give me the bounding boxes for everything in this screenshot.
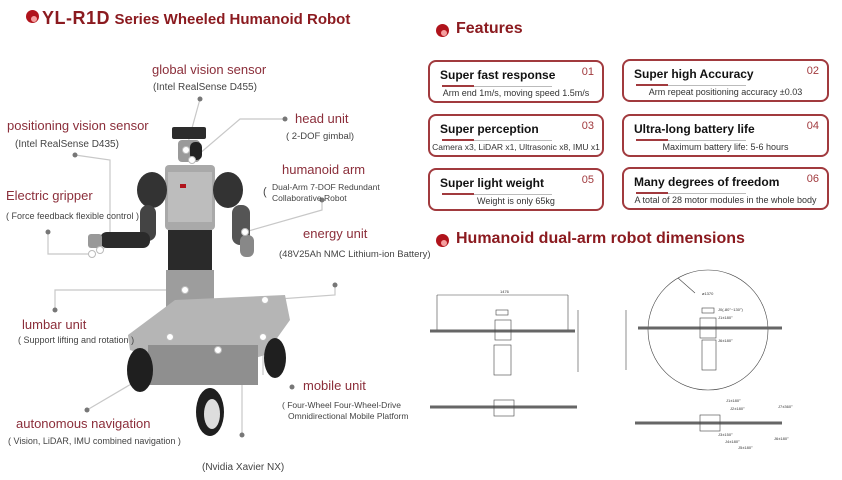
camera-head [172, 127, 206, 139]
detail-compute-unit: (Nvidia Xavier NX) [202, 462, 285, 473]
dim-j4: J4±180° [725, 439, 740, 444]
feature-title: Super high Accuracy [634, 67, 754, 81]
dim-j5: J5±180° [738, 445, 753, 450]
dim-j7: J7±360° [778, 404, 793, 409]
detail-head-unit: ( 2-DOF gimbal) [286, 131, 355, 142]
paren: ( [263, 186, 267, 198]
wheel [264, 338, 286, 378]
feature-desc: Maximum battery life: 5-6 hours [662, 142, 789, 152]
title-text: Series Wheeled Humanoid Robot [114, 11, 351, 28]
label-humanoid-arm: humanoid arm [282, 162, 366, 177]
label-electric-gripper: Electric gripper [6, 188, 93, 203]
dimensions-heading: Humanoid dual-arm robot dimensions [456, 230, 745, 247]
label-mobile-unit: mobile unit [303, 378, 366, 393]
feature-desc: A total of 28 motor modules in the whole… [634, 195, 817, 205]
label-positioning-vision-sensor: positioning vision sensor [7, 118, 149, 133]
label-autonomous-navigation: autonomous navigation [16, 416, 151, 431]
robot-illustration [45, 96, 338, 438]
feature-number: 01 [581, 66, 594, 78]
label-head-unit: head unit [295, 111, 349, 126]
dim-j3: J3±150° [718, 432, 733, 437]
wheel [127, 348, 153, 392]
detail-autonomous-navigation: ( Vision, LiDAR, IMU combined navigation… [8, 436, 181, 446]
callout-dots [88, 146, 269, 354]
feature-title: Super fast response [440, 68, 556, 82]
detail-humanoid-arm-2: Collaborative Robot [272, 193, 347, 203]
features-heading: Features [456, 20, 523, 37]
dimension-drawings: 1476 ø1370 J0(-80°~130°) J1±180° J6±180°… [430, 269, 793, 450]
detail-humanoid-arm: Dual-Arm 7-DOF Redundant [272, 182, 380, 192]
model-name: YL-R1D [42, 8, 111, 28]
page-title: YL-R1D Series Wheeled Humanoid Robot [42, 8, 350, 29]
dim-j2: J2±180° [730, 406, 745, 411]
feature-number: 02 [806, 65, 819, 77]
feature-number: 06 [806, 173, 819, 185]
detail-electric-gripper: ( Force feedback flexible control ) [6, 211, 140, 221]
feature-title: Ultra-long battery life [634, 122, 755, 136]
dim-j1: J1±180° [726, 398, 741, 403]
feature-title: Many degrees of freedom [634, 175, 780, 189]
bullet-icon [436, 24, 449, 37]
feature-number: 04 [806, 120, 819, 132]
feature-desc: Weight is only 65kg [477, 196, 555, 206]
label-energy-unit: energy unit [303, 226, 368, 241]
feature-number: 05 [581, 174, 594, 186]
label-dots [45, 96, 338, 438]
bullet-icon [436, 234, 449, 247]
feature-desc: Arm repeat positioning accuracy ±0.03 [648, 87, 803, 97]
detail-mobile-unit: ( Four-Wheel Four-Wheel-Drive [282, 400, 402, 410]
feature-title: Super perception [440, 122, 539, 136]
feature-title: Super light weight [440, 176, 544, 190]
detail-mobile-unit-2: Omnidirectional Mobile Platform [288, 411, 409, 421]
dim-reach: ø1370 [702, 291, 714, 296]
feature-card: Many degrees of freedom 06 A total of 28 m… [622, 167, 829, 210]
detail-energy-unit: (48V25Ah NMC Lithium-ion Battery) [279, 249, 431, 260]
dim-j1-top: J1±180° [718, 315, 733, 320]
detail-lumbar-unit: ( Support lifting and rotation ) [18, 335, 135, 345]
feature-desc: Arm end 1m/s, moving speed 1.5m/s [442, 88, 590, 98]
label-global-vision-sensor: global vision sensor [152, 62, 267, 77]
feature-desc: Camera x3, LiDAR x1, Ultrasonic x8, IMU … [432, 142, 600, 152]
feature-number: 03 [581, 120, 594, 132]
dim-j6: J6±180° [774, 436, 789, 441]
label-lumbar-unit: lumbar unit [22, 317, 87, 332]
bullet-icon [26, 10, 39, 23]
detail-global-vision-sensor: (Intel RealSense D455) [153, 82, 257, 93]
dim-j0: J0(-80°~130°) [718, 307, 744, 312]
detail-positioning-vision-sensor: (Intel RealSense D435) [15, 139, 119, 150]
dim-width: 1476 [500, 289, 510, 294]
dim-j6-top: J6±180° [718, 338, 733, 343]
